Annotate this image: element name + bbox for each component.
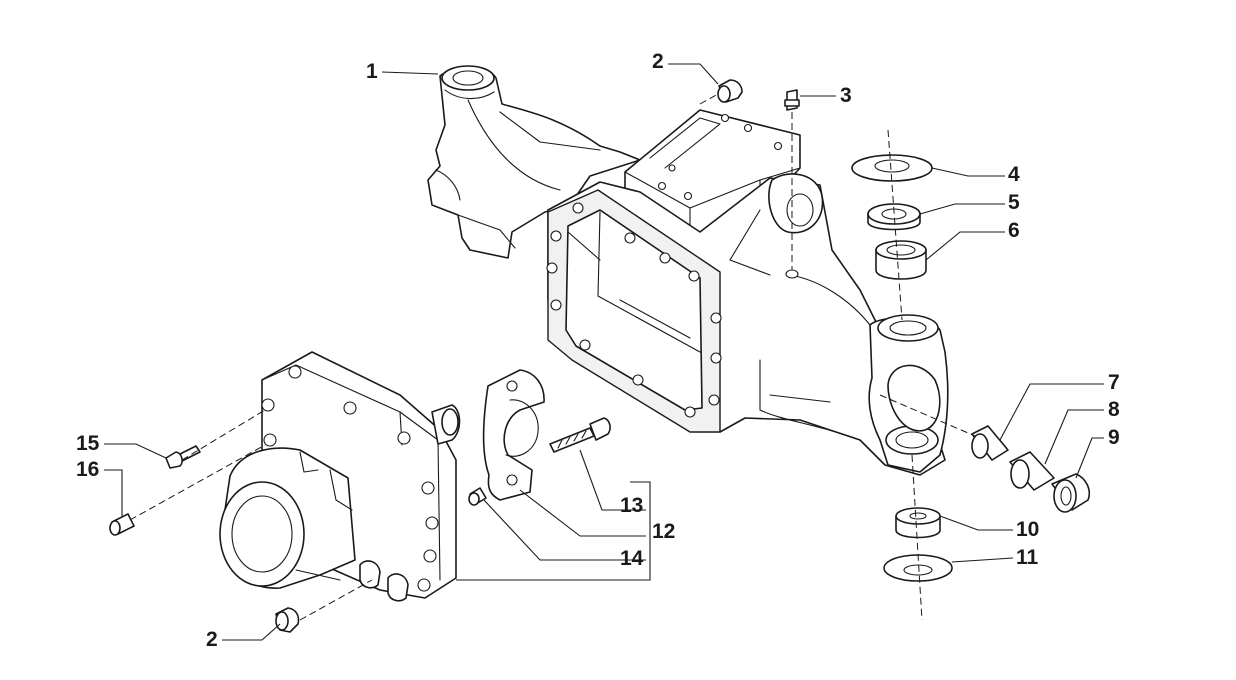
bush-8	[1009, 451, 1055, 491]
bearing-upper	[875, 240, 927, 280]
callout-5: 5	[1008, 191, 1020, 214]
seal-9	[1051, 473, 1091, 513]
callout-2-bottom: 2	[206, 628, 218, 651]
leader-lines	[104, 63, 1104, 641]
carrier-screw	[165, 445, 201, 469]
callout-6: 6	[1008, 219, 1020, 242]
thrust-washer-upper	[851, 154, 933, 182]
bearing-lower	[895, 507, 941, 539]
callout-16: 16	[76, 458, 99, 481]
callout-3: 3	[840, 84, 852, 107]
callout-15: 15	[76, 432, 100, 455]
thrust-washer-lower	[883, 554, 953, 582]
callout-4: 4	[1008, 163, 1020, 186]
callout-2-top: 2	[652, 50, 664, 73]
plug-top	[717, 79, 743, 103]
callout-11: 11	[1016, 546, 1039, 569]
callout-7: 7	[1108, 371, 1120, 394]
callout-1: 1	[366, 60, 378, 83]
assembly-axes	[129, 93, 976, 621]
plug-bottom	[275, 607, 300, 633]
dowel-pin	[468, 487, 487, 506]
callout-14: 14	[620, 547, 644, 570]
bush-7	[971, 425, 1009, 461]
callout-8: 8	[1108, 398, 1120, 421]
callout-13: 13	[620, 494, 643, 517]
callout-9: 9	[1108, 426, 1120, 449]
breather	[784, 89, 800, 111]
seal-upper	[867, 203, 921, 231]
callout-12: 12	[652, 520, 675, 543]
callout-labels: 1 2 3 4 5 6 7 8 9 10 11 12 13 14 15 16 2	[76, 50, 1120, 651]
bearing-cap	[482, 369, 545, 501]
differential-carrier	[219, 351, 461, 602]
axle-housing	[427, 65, 949, 476]
callout-10: 10	[1016, 518, 1039, 541]
carrier-pin	[109, 513, 135, 536]
cap-bolt	[549, 417, 611, 453]
